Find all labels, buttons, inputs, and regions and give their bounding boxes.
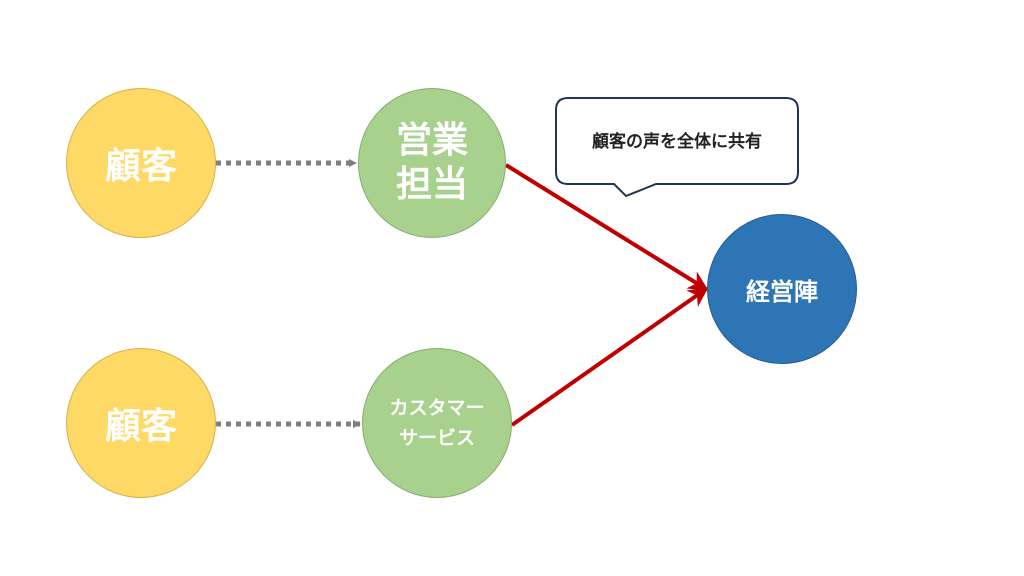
share-arrow-sales-to-exec xyxy=(504,163,709,291)
callout-bubble xyxy=(555,97,799,198)
customer-label-top: 顧客 xyxy=(104,146,177,187)
customer-node-top: 顧客 xyxy=(66,88,216,238)
cs-label-line2: サービス xyxy=(398,427,475,449)
customer-node-bottom: 顧客 xyxy=(66,348,216,498)
executive-node: 経営陣 xyxy=(707,214,857,364)
executive-label: 経営陣 xyxy=(746,277,818,306)
customer-service-node: カスタマー サービス xyxy=(362,348,512,498)
callout-text: 顧客の声を全体に共有 xyxy=(592,131,762,152)
sales-label-line2: 担当 xyxy=(395,164,468,205)
sales-label-line1: 営業 xyxy=(395,120,468,161)
cs-label-line1: カスタマー xyxy=(389,397,485,419)
sales-rep-node: 営業 担当 xyxy=(358,88,506,238)
share-arrow-cs-to-exec xyxy=(510,287,709,427)
customer-label-bottom: 顧客 xyxy=(104,406,177,447)
